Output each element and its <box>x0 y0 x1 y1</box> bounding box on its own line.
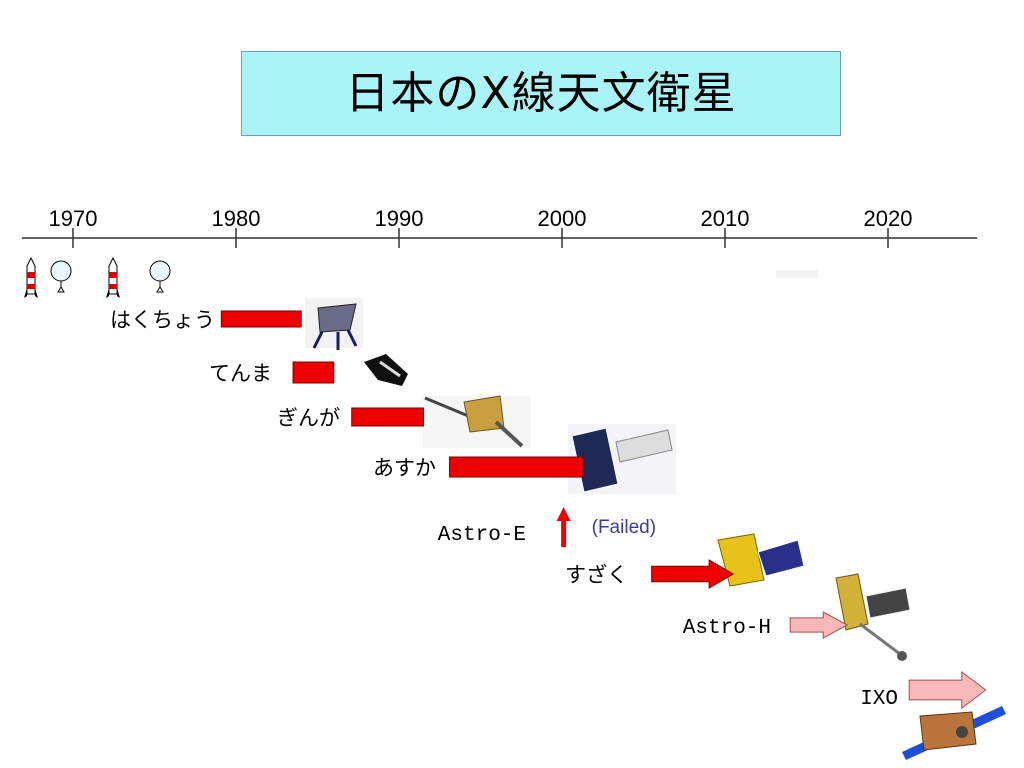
satellite-body <box>919 711 977 751</box>
satellite-body <box>463 395 505 433</box>
mirror-assembly <box>956 726 968 738</box>
balloon-icon <box>149 260 171 293</box>
ginga-satellite-image <box>423 395 531 448</box>
rocket-fins <box>24 288 38 298</box>
page-title: 日本のX線天文衛星 <box>345 67 737 119</box>
detector <box>897 651 907 661</box>
failed-launch-arrow <box>556 507 571 547</box>
satellite-body <box>835 573 869 631</box>
mission-arrow <box>908 671 987 709</box>
rocket-stripe <box>109 272 117 278</box>
rocket-stripe <box>27 284 35 289</box>
balloon-icon <box>50 260 72 293</box>
tenma-satellite-image <box>364 354 408 386</box>
axis-tick-label: 2020 <box>864 206 913 231</box>
rocket-fins <box>106 288 120 298</box>
mission-label: ぎんが <box>277 406 340 430</box>
mission-bar <box>351 407 424 427</box>
rocket-stripe <box>109 284 117 289</box>
failed-note: (Failed) <box>592 517 656 538</box>
balloon-envelope <box>149 260 171 282</box>
solar-panel <box>865 587 911 619</box>
rocket-icon <box>106 256 120 298</box>
satellite-body <box>364 354 408 386</box>
satellite-legs <box>312 329 358 350</box>
mission-bar <box>449 456 584 478</box>
extendable-bench <box>859 622 901 656</box>
telescope-tube <box>615 429 673 463</box>
satellite-body <box>317 303 357 333</box>
mission-label: はくちょう <box>110 308 215 332</box>
mission-arrow <box>651 559 735 589</box>
suzaku-satellite-image <box>717 533 805 587</box>
axis-tick-label: 2000 <box>538 206 587 231</box>
mission-bar <box>220 310 302 328</box>
solar-panel <box>757 539 805 577</box>
mission-label: あすか <box>373 456 436 480</box>
asuka-satellite-image <box>568 424 676 494</box>
rocket-stripe <box>27 272 35 278</box>
axis-tick-label: 1970 <box>49 206 98 231</box>
mission-label: Astro-H <box>683 617 771 640</box>
mission-label: IXO <box>860 688 898 711</box>
balloon-envelope <box>50 260 72 282</box>
mission-arrow <box>789 611 849 639</box>
rocket-icon <box>24 256 38 298</box>
background-patch <box>776 270 818 278</box>
axis-tick-label: 2010 <box>701 206 750 231</box>
axis-tick-label: 1980 <box>212 206 261 231</box>
balloon-gondola <box>57 281 65 293</box>
mission-label: すざく <box>565 563 628 587</box>
axis-tick-label: 1990 <box>375 206 424 231</box>
mission-label: てんま <box>209 362 272 386</box>
astro-h-satellite-image <box>835 573 911 661</box>
satellite-highlight <box>379 360 401 378</box>
ixo-satellite-image <box>902 706 1006 760</box>
hakucho-satellite-image <box>305 298 363 350</box>
mission-label: Astro-E <box>438 524 526 547</box>
satellite-panel <box>494 420 524 448</box>
balloon-gondola <box>156 281 164 293</box>
mission-bar <box>292 361 335 384</box>
title-box: 日本のX線天文衛星 <box>241 51 841 136</box>
